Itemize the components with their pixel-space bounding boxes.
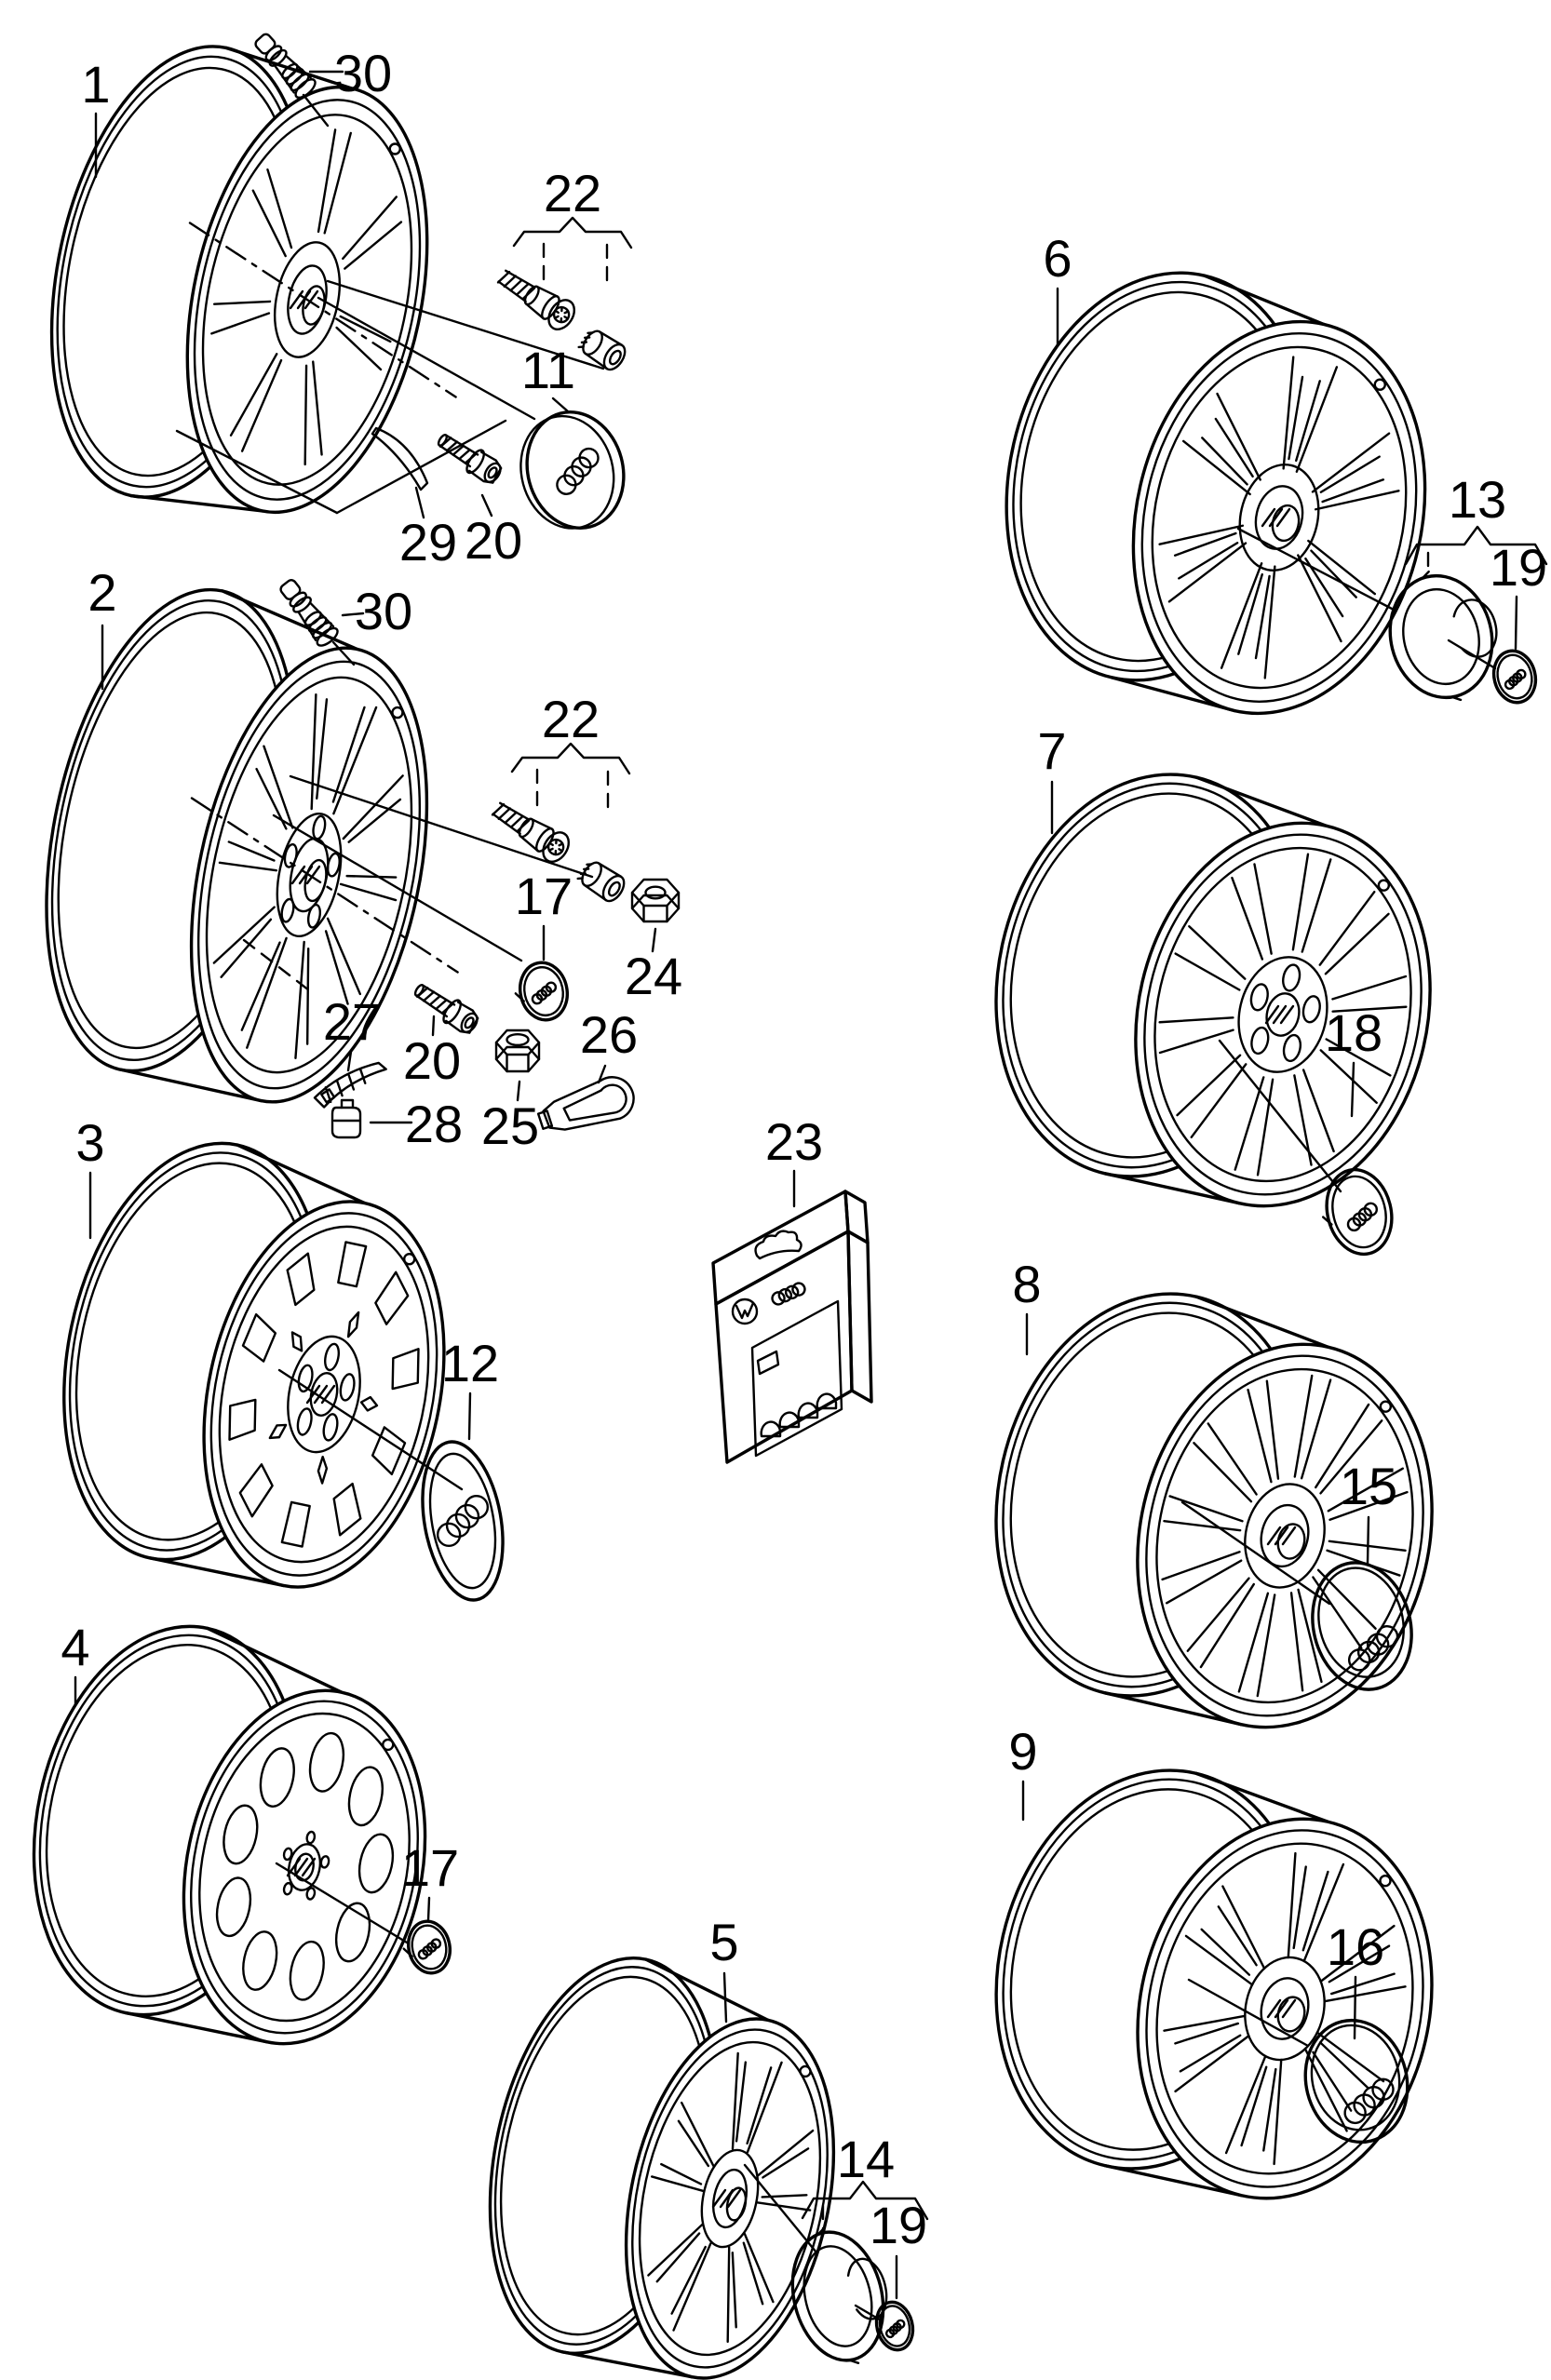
callout-cap-19-bottom: 19 — [870, 2196, 927, 2254]
callout-lock-set-22-mid: 22 — [542, 690, 600, 748]
audi-rings-icon — [771, 1282, 806, 1306]
alloy-wheel-8-drawing — [994, 1292, 1434, 1729]
cap-removal-hook-29 — [371, 426, 429, 491]
audi-rings-icon — [1346, 1202, 1379, 1232]
alloy-wheel-4-drawing — [32, 1624, 427, 2046]
callout-cap-19-right: 19 — [1490, 538, 1547, 597]
callout-cap-15: 15 — [1340, 1457, 1397, 1515]
callout-cap-11: 11 — [521, 341, 575, 399]
center-cap-19-right — [1491, 649, 1538, 705]
hex-nut-24 — [630, 878, 681, 923]
callout-wheel-7: 7 — [1037, 721, 1066, 780]
callout-cap-17-mid: 17 — [515, 867, 573, 925]
alloy-wheel-9-drawing — [994, 1768, 1434, 2200]
callout-labels: 1 30 22 11 29 20 2 30 22 17 24 27 20 26 … — [61, 44, 1547, 2254]
audi-rings-icon — [417, 1938, 442, 1960]
balance-weight-clip-28 — [330, 1098, 362, 1139]
callout-wheel-5: 5 — [709, 1913, 738, 1971]
callout-clip-28: 28 — [405, 1095, 463, 1153]
locking-wheel-bolt-22-mid — [491, 801, 571, 863]
callout-cap-16: 16 — [1327, 1917, 1384, 1976]
audi-rings-icon — [531, 981, 558, 1005]
alloy-wheel-3-drawing — [62, 1141, 446, 1589]
tyre-valve-30-mid — [279, 579, 339, 647]
locking-bolt-adapter-22-mid — [576, 861, 626, 903]
locking-wheel-bolt-22-top — [496, 269, 576, 330]
center-cap-17-mid — [514, 961, 569, 1022]
alloy-wheel-6-drawing — [1005, 271, 1427, 716]
audi-rings-icon — [1347, 1625, 1399, 1672]
callout-cap-12: 12 — [441, 1334, 499, 1392]
callout-cap-17-bottom: 17 — [401, 1838, 459, 1897]
callout-capnut-25: 25 — [481, 1096, 539, 1155]
trim-cap-13 — [1388, 570, 1498, 702]
callout-valve-30-mid: 30 — [355, 582, 412, 640]
callout-bolt-20-mid: 20 — [403, 1031, 461, 1090]
alloy-wheel-7-drawing — [994, 773, 1432, 1208]
audi-rings-icon — [556, 447, 600, 495]
callout-hook-29: 29 — [399, 513, 457, 571]
audi-rings-icon — [884, 2319, 906, 2339]
callout-bolt-20-top: 20 — [465, 511, 522, 570]
cap-nut-25 — [494, 1029, 541, 1073]
alloy-wheel-2-drawing — [45, 587, 459, 1104]
center-cap-11 — [519, 410, 626, 530]
alloy-wheel-5-drawing — [488, 1956, 836, 2380]
callout-brackets — [510, 216, 1548, 2221]
center-cap-19-bottom — [874, 2300, 915, 2352]
balance-weight-strip-27 — [313, 1061, 387, 1109]
callout-nut-24: 24 — [625, 947, 682, 1005]
callout-strip-27: 27 — [323, 992, 381, 1051]
callout-wheel-1: 1 — [81, 55, 110, 114]
audi-rings-icon — [1343, 2077, 1395, 2125]
audi-rings-icon — [1504, 668, 1527, 691]
callout-cap-18: 18 — [1325, 1003, 1382, 1062]
center-cap-17-bottom — [402, 1919, 452, 1975]
callout-cap-14: 14 — [837, 2130, 895, 2188]
callout-cover-26: 26 — [580, 1005, 638, 1064]
audi-rings-icon — [436, 1494, 490, 1548]
center-cap-18 — [1321, 1167, 1394, 1257]
locking-bolt-adapter-22-top — [577, 329, 627, 371]
alloy-wheel-1-drawing — [49, 45, 457, 515]
center-cap-16 — [1303, 2018, 1409, 2145]
bolt-cover-26 — [536, 1076, 635, 1131]
callout-wheel-3: 3 — [75, 1113, 104, 1172]
callout-valve-30-top: 30 — [334, 44, 392, 102]
wheel-bolt-20-top — [437, 434, 503, 484]
callout-wheel-8: 8 — [1012, 1255, 1041, 1313]
leader-lines — [74, 70, 1518, 2323]
callout-lock-set-22-top: 22 — [544, 164, 601, 222]
center-cap-12 — [421, 1440, 505, 1602]
callout-kit-23: 23 — [765, 1112, 823, 1171]
callout-cap-13: 13 — [1449, 470, 1506, 529]
callout-wheel-4: 4 — [61, 1618, 89, 1676]
callout-wheel-6: 6 — [1043, 229, 1072, 288]
callout-wheel-9: 9 — [1008, 1722, 1037, 1781]
wheel-bolt-20-mid — [413, 984, 479, 1034]
callout-wheel-2: 2 — [88, 563, 116, 622]
center-cap-15 — [1311, 1561, 1413, 1691]
valve-cap-kit-box-23 — [711, 1190, 873, 1464]
diagram-line-art — [32, 33, 1548, 2380]
tyre-valve-30-top — [254, 33, 317, 100]
